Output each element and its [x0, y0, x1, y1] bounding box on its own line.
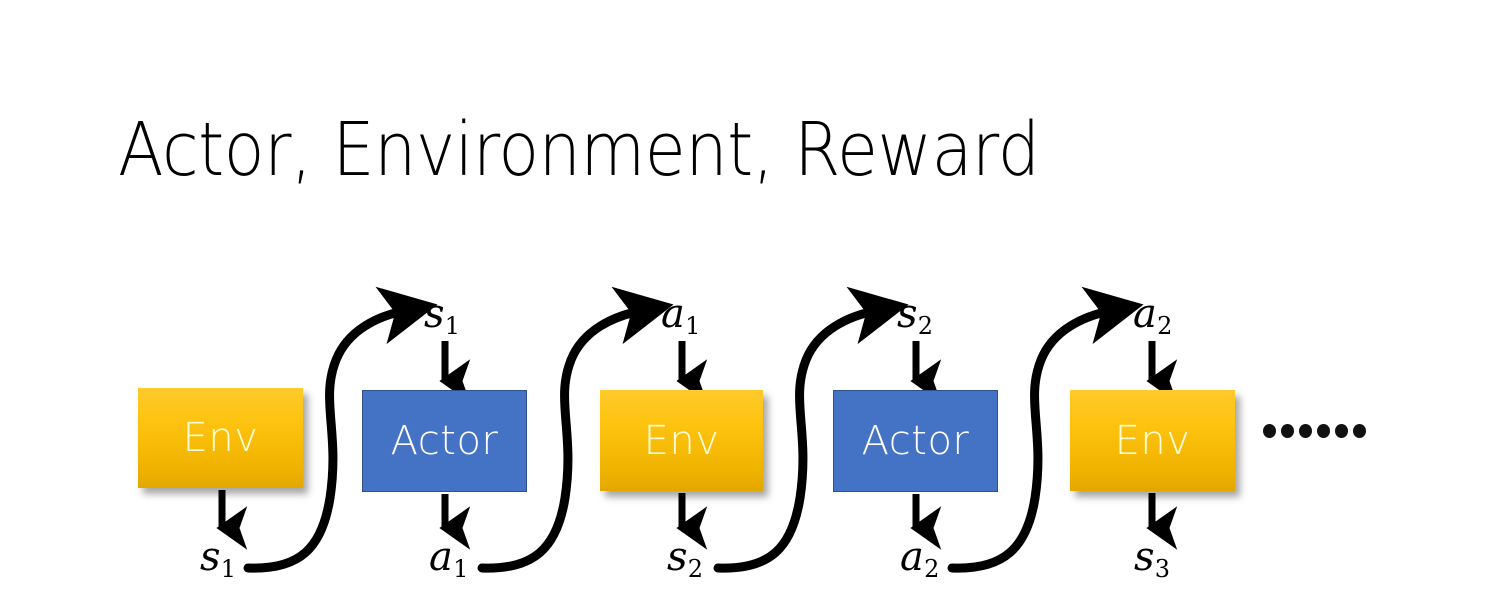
node-actor-2[interactable]: Actor: [833, 390, 998, 492]
label-bottom-s3-base: s: [1134, 534, 1155, 580]
label-bottom-s1-sub: 1: [220, 555, 237, 584]
node-env-2-label: Env: [643, 417, 720, 464]
node-env-2[interactable]: Env: [600, 390, 763, 491]
label-bottom-a2-base: a: [900, 534, 924, 580]
label-bottom-s1-base: s: [200, 534, 221, 580]
label-bottom-a1: a1: [429, 534, 468, 581]
label-bottom-s2-base: s: [667, 534, 688, 580]
label-top-a1-sub: 1: [685, 312, 701, 341]
label-top-a2-sub: 2: [1157, 312, 1173, 341]
label-top-s2-sub: 2: [917, 312, 934, 341]
label-bottom-s2: s2: [667, 534, 703, 581]
ellipsis-dot: [1353, 424, 1366, 438]
label-top-a1: a1: [661, 291, 700, 338]
ellipsis-continuation-icon: [1263, 424, 1366, 438]
node-env-3-label: Env: [1114, 417, 1191, 464]
ellipsis-dot: [1281, 424, 1294, 438]
node-actor-1-label: Actor: [390, 418, 499, 464]
label-bottom-s2-sub: 2: [687, 555, 704, 584]
ellipsis-dot: [1263, 424, 1276, 438]
node-actor-2-label: Actor: [861, 418, 970, 464]
label-bottom-a2-sub: 2: [924, 555, 940, 584]
page-title: Actor, Environment, Reward: [118, 107, 1040, 193]
label-bottom-s3-sub: 3: [1154, 555, 1171, 584]
node-actor-1[interactable]: Actor: [362, 390, 527, 492]
node-env-1[interactable]: Env: [138, 388, 303, 488]
label-top-s1-base: s: [424, 291, 445, 337]
ellipsis-dot: [1317, 424, 1330, 438]
label-top-s1: s1: [424, 291, 460, 338]
label-top-s2-base: s: [897, 291, 918, 337]
label-top-a1-base: a: [661, 291, 685, 337]
ellipsis-dot: [1299, 424, 1312, 438]
label-bottom-s1: s1: [200, 534, 236, 581]
label-bottom-s3: s3: [1134, 534, 1170, 581]
node-env-1-label: Env: [182, 415, 259, 461]
label-bottom-a2: a2: [900, 534, 939, 581]
label-top-a2-base: a: [1133, 291, 1157, 337]
node-env-3[interactable]: Env: [1070, 390, 1235, 491]
label-top-s1-sub: 1: [444, 312, 461, 341]
label-bottom-a1-sub: 1: [453, 555, 469, 584]
label-top-s2: s2: [897, 291, 933, 338]
ellipsis-dot: [1335, 424, 1348, 438]
label-top-a2: a2: [1133, 291, 1172, 338]
label-bottom-a1-base: a: [429, 534, 453, 580]
